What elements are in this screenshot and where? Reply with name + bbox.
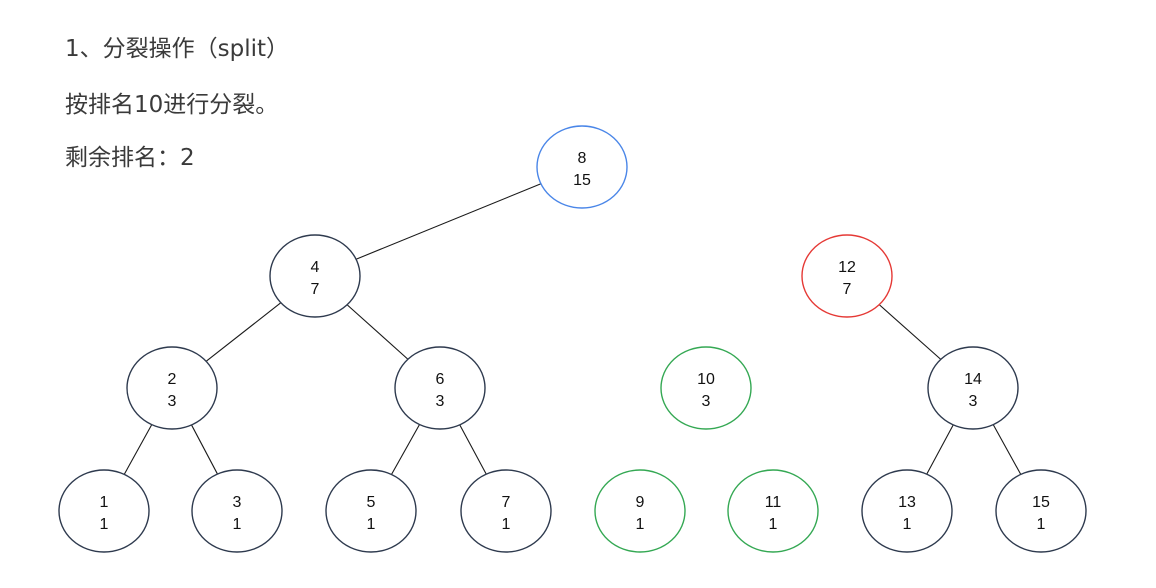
node-size: 1 <box>367 516 376 533</box>
edge-n4-n2 <box>205 302 282 362</box>
tree-node-11: 111 <box>727 469 819 553</box>
node-key: 1 <box>100 494 109 511</box>
node-size: 3 <box>168 393 177 410</box>
node-circle <box>460 469 552 553</box>
node-key: 15 <box>1032 494 1050 511</box>
node-key: 2 <box>168 371 177 388</box>
node-key: 5 <box>367 494 376 511</box>
remaining-rank: 剩余排名：2 <box>65 145 195 171</box>
node-circle <box>536 125 628 209</box>
tree-node-3: 31 <box>191 469 283 553</box>
node-circle <box>58 469 150 553</box>
edges <box>123 183 1022 475</box>
edge-n2-n1 <box>123 424 153 475</box>
tree-node-8: 815 <box>536 125 628 209</box>
node-size: 1 <box>636 516 645 533</box>
tree-node-2: 23 <box>126 346 218 430</box>
node-key: 14 <box>964 371 982 388</box>
tree-node-1: 11 <box>58 469 150 553</box>
node-size: 1 <box>502 516 511 533</box>
edge-n14-n13 <box>926 424 954 475</box>
node-key: 10 <box>697 371 715 388</box>
node-key: 8 <box>578 150 587 167</box>
node-key: 4 <box>311 259 320 276</box>
title-split-operation: 1、分裂操作（split） <box>65 36 290 62</box>
node-size: 1 <box>233 516 242 533</box>
edge-n12-n14 <box>878 304 942 360</box>
tree-node-9: 91 <box>594 469 686 553</box>
node-key: 7 <box>502 494 511 511</box>
node-circle <box>394 346 486 430</box>
node-circle <box>727 469 819 553</box>
node-size: 3 <box>969 393 978 410</box>
edge-n6-n7 <box>459 424 487 475</box>
tree-node-6: 63 <box>394 346 486 430</box>
node-circle <box>269 234 361 318</box>
node-size: 3 <box>702 393 711 410</box>
tree-node-12: 127 <box>801 234 893 318</box>
split-description: 按排名10进行分裂。 <box>65 92 279 118</box>
tree-node-5: 51 <box>325 469 417 553</box>
node-size: 7 <box>843 281 852 298</box>
tree-node-15: 151 <box>995 469 1087 553</box>
node-size: 1 <box>769 516 778 533</box>
node-circle <box>594 469 686 553</box>
node-size: 7 <box>311 281 320 298</box>
node-key: 13 <box>898 494 916 511</box>
node-circle <box>126 346 218 430</box>
node-key: 6 <box>436 371 445 388</box>
edge-n6-n5 <box>391 424 420 475</box>
tree-node-13: 131 <box>861 469 953 553</box>
edge-n2-n3 <box>191 424 218 475</box>
node-circle <box>927 346 1019 430</box>
tree-node-10: 103 <box>660 346 752 430</box>
node-size: 15 <box>573 172 591 189</box>
node-circle <box>801 234 893 318</box>
node-key: 11 <box>765 494 782 511</box>
node-size: 1 <box>1037 516 1046 533</box>
node-circle <box>861 469 953 553</box>
tree-node-14: 143 <box>927 346 1019 430</box>
tree-node-4: 47 <box>269 234 361 318</box>
node-key: 12 <box>838 259 856 276</box>
node-circle <box>660 346 752 430</box>
node-key: 9 <box>636 494 645 511</box>
tree-node-7: 71 <box>460 469 552 553</box>
node-circle <box>191 469 283 553</box>
node-size: 3 <box>436 393 445 410</box>
edge-n14-n15 <box>992 424 1022 475</box>
edge-n8-n4 <box>355 183 542 260</box>
node-circle <box>995 469 1087 553</box>
node-key: 3 <box>233 494 242 511</box>
node-circle <box>325 469 417 553</box>
edge-n4-n6 <box>346 304 409 360</box>
node-size: 1 <box>100 516 109 533</box>
node-size: 1 <box>903 516 912 533</box>
